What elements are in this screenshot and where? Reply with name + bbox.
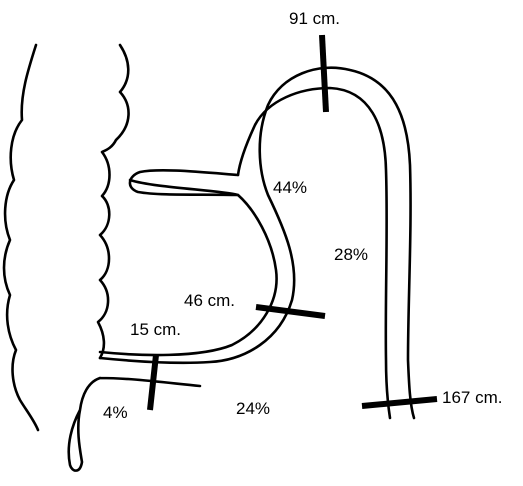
lower-tail (69, 378, 200, 471)
label-24pct: 24% (236, 399, 270, 418)
colon-outer-wall (4, 45, 38, 430)
marker-167cm (362, 399, 437, 406)
label-4pct: 4% (103, 403, 128, 422)
label-15cm: 15 cm. (130, 320, 181, 339)
marker-91cm (322, 35, 326, 112)
label-91cm: 91 cm. (289, 9, 340, 28)
colon-inner-wall (98, 45, 129, 358)
marker-15cm (150, 355, 156, 410)
label-167cm: 167 cm. (442, 388, 502, 407)
label-28pct: 28% (334, 245, 368, 264)
label-44pct: 44% (273, 178, 307, 197)
label-46cm: 46 cm. (184, 291, 235, 310)
loop-inner-wall (100, 180, 277, 355)
